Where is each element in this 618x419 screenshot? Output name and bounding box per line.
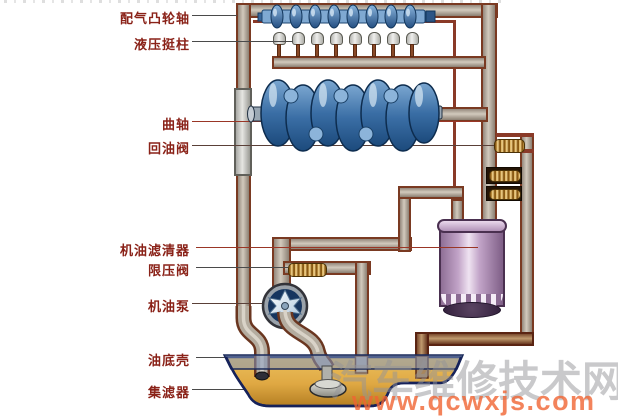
oil-return-valve-spring-icon (494, 139, 525, 153)
label-oil-pump: 机油泵 (147, 299, 190, 314)
leader-line-oil-filter (196, 247, 478, 248)
crankshaft-icon (247, 79, 443, 152)
pressure-limiting-valve-spring-icon (288, 263, 327, 277)
label-oil-strainer: 集滤器 (147, 385, 190, 400)
tappet-stem (296, 44, 300, 57)
leader-line-oil-pan (196, 357, 228, 358)
label-oil-return-valve: 回油阀 (147, 141, 190, 156)
tappet-stem (391, 44, 395, 57)
tappet-stem (277, 44, 281, 57)
label-oil-pan: 油底壳 (147, 353, 190, 368)
valve-spring-icon (489, 170, 521, 182)
label-crankshaft: 曲轴 (161, 117, 190, 132)
left-gallery-sleeve (234, 88, 252, 176)
inner-block-line-top (253, 20, 456, 23)
return-gallery-pipe (520, 133, 534, 346)
oil-filter-bottom (443, 302, 501, 318)
label-hydraulic-tappet: 液压挺柱 (133, 37, 190, 52)
oil-filter-top-rim (437, 219, 507, 233)
tappet-stem (315, 44, 319, 57)
return-elbow-horizontal (415, 332, 534, 346)
crankshaft-feed-pipe (430, 107, 488, 122)
leader-line-camshaft (192, 15, 237, 16)
filter-bridge-top (398, 186, 464, 199)
inner-block-line-right (453, 20, 456, 190)
tappet-manifold-pipe (272, 56, 486, 69)
clipped-text-artifact (4, 0, 504, 3)
top-gallery-pipe (236, 3, 498, 18)
label-pressure-limiting-valve: 限压阀 (147, 263, 190, 278)
label-camshaft: 配气凸轮轴 (119, 11, 190, 26)
valve-channel-top (496, 133, 534, 137)
tappet-stem (410, 44, 414, 57)
leader-line-strainer (192, 389, 308, 390)
leader-line-oil-return-valve (192, 145, 494, 146)
watermark-url: www.qcwxjs.com (352, 386, 596, 416)
pump-outlet-pipe-horizontal (272, 237, 412, 251)
tappet-stem (372, 44, 376, 57)
leader-line-tappet (192, 41, 293, 42)
watermark-site-name: 汽车维修技术网 (330, 358, 618, 405)
tappet-stem (353, 44, 357, 57)
label-oil-filter: 机油滤清器 (119, 243, 190, 258)
oil-pump-icon (261, 282, 309, 330)
leader-line-crankshaft (192, 121, 480, 122)
leader-line-oil-pump (192, 303, 266, 304)
leader-line-pressure-valve (196, 267, 288, 268)
valve-spring-icon (489, 189, 521, 200)
tappet-stem (334, 44, 338, 57)
relief-pipe-vertical (355, 261, 369, 358)
